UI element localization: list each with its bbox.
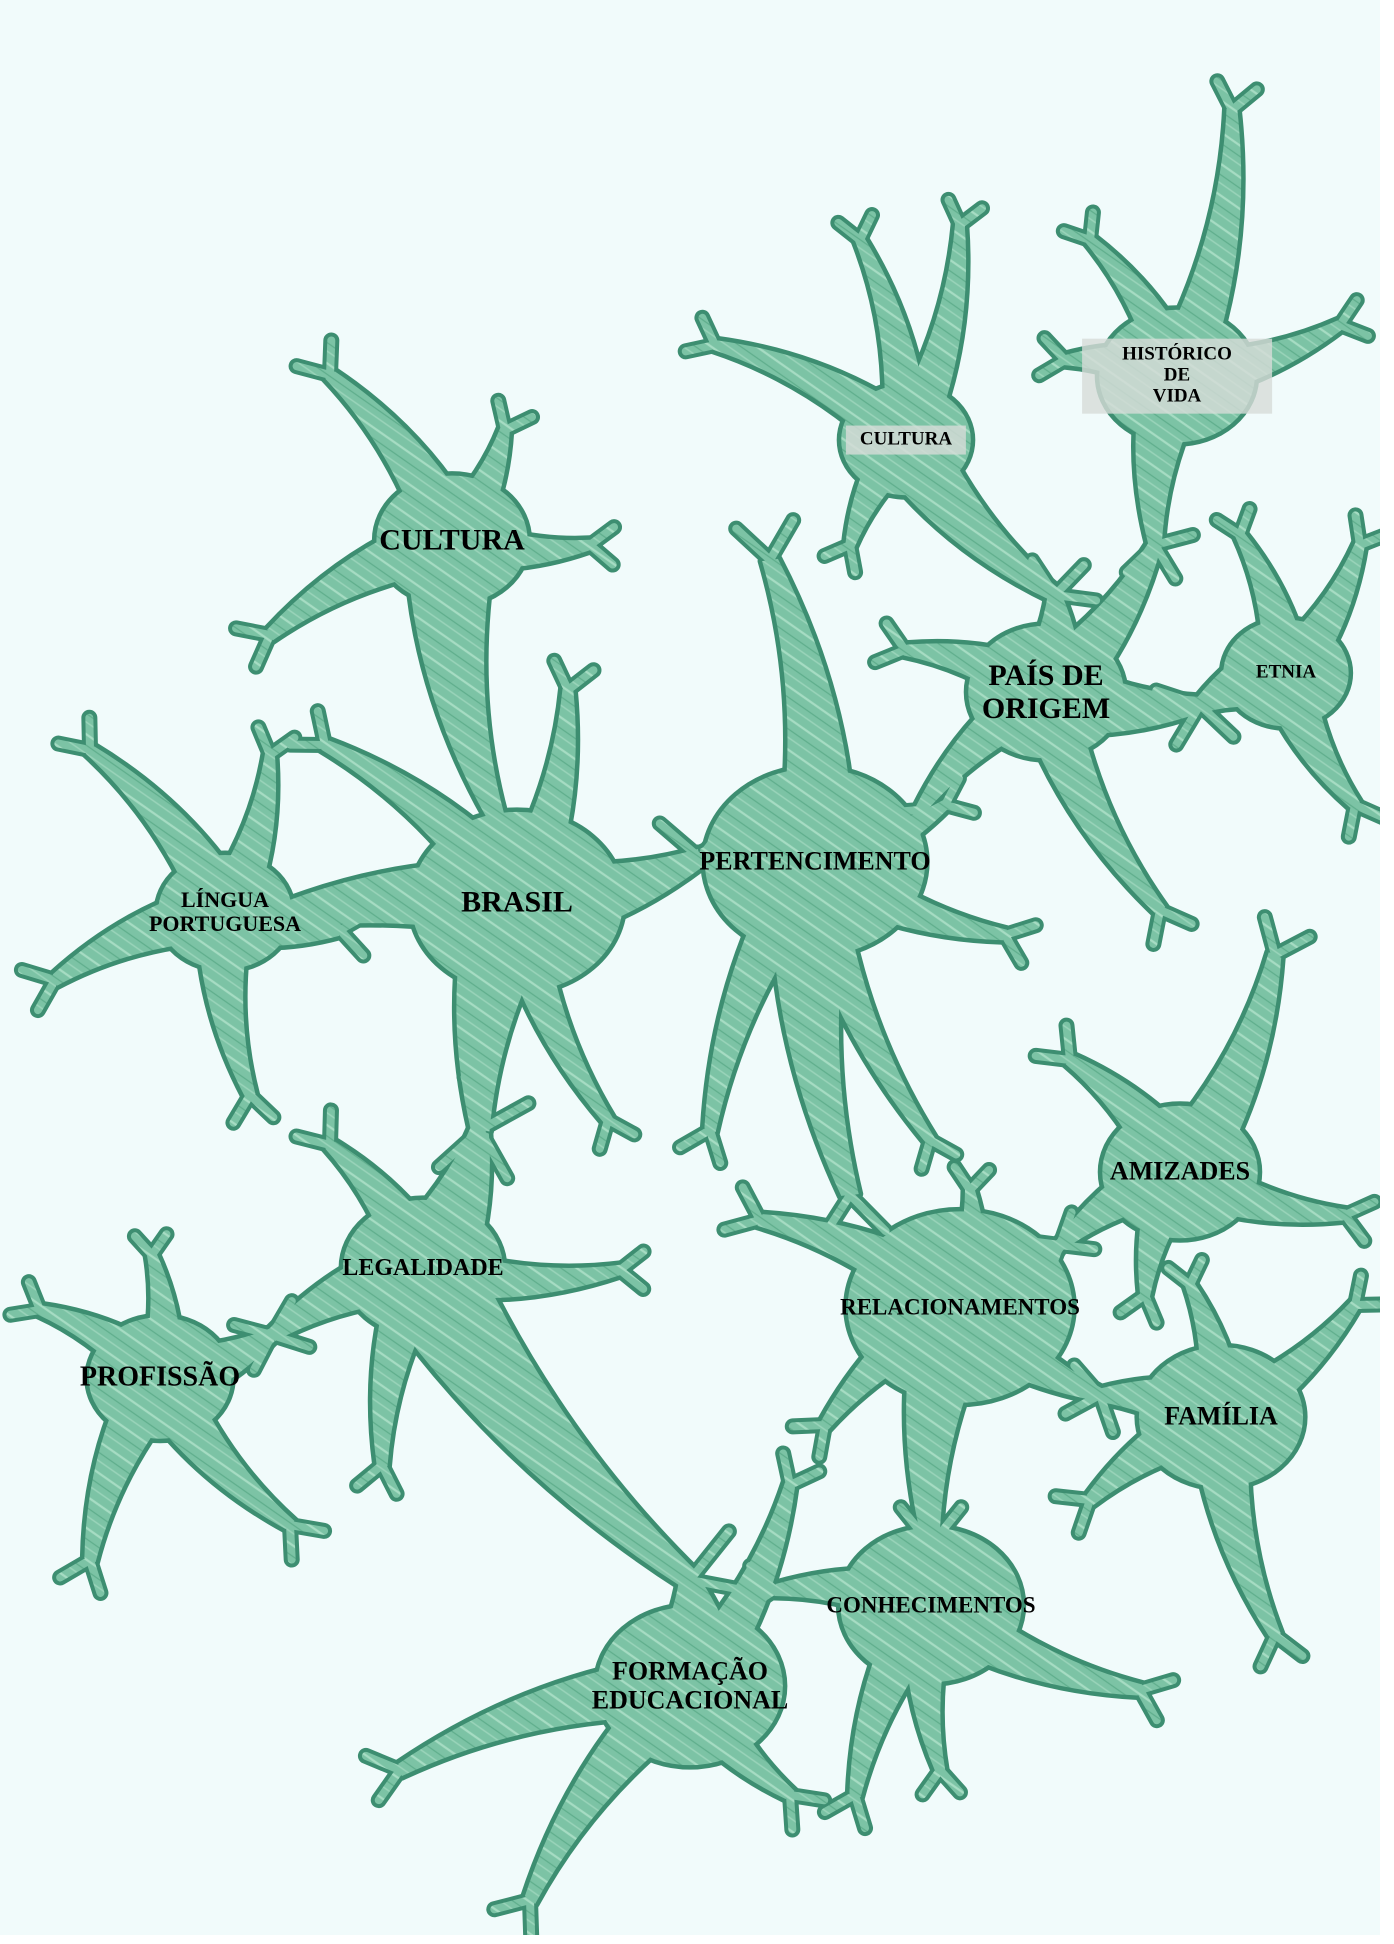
dendrite-tip [1060, 1245, 1094, 1249]
node-pais-de-origem: PAÍS DE ORIGEM [982, 659, 1110, 725]
node-profissao: PROFISSÃO [80, 1363, 240, 1394]
dendrite-tip [1036, 1056, 1070, 1060]
dendrite-tip [89, 718, 90, 750]
dendrite-tip [530, 1900, 531, 1935]
dendrite-tip [330, 340, 331, 375]
dendrite-tip [10, 1310, 40, 1315]
node-cultura-main: CULTURA [379, 524, 525, 557]
node-legalidade: LEGALIDADE [342, 1255, 503, 1281]
node-etnia: ETNIA [1256, 663, 1316, 684]
dendrite-tip [1066, 1026, 1070, 1060]
node-amizades: AMIZADES [1110, 1158, 1250, 1187]
dendrite-tip [915, 810, 920, 842]
node-familia: FAMÍLIA [1164, 1403, 1278, 1432]
dendrite-tip [330, 1110, 331, 1145]
node-historico-de-vida: HISTÓRICO DE VIDA [1082, 339, 1272, 414]
node-relacionamentos: RELACIONAMENTOS [840, 1294, 1080, 1319]
node-pertencimento: PERTENCIMENTO [699, 848, 930, 877]
dendrite-tip [1056, 1496, 1090, 1500]
dendrite-tip [290, 1525, 292, 1560]
node-formacao-educacional: FORMAÇÃO EDUCACIONAL [592, 1657, 788, 1714]
node-lingua-portuguesa: LÍNGUA PORTUGUESA [149, 888, 301, 936]
dendrite-tip [793, 1425, 825, 1426]
dendrite-tip [1356, 515, 1360, 545]
dendrite-tip [1154, 506, 1155, 545]
node-conhecimentos: CONHECIMENTOS [826, 1592, 1035, 1617]
dendrite-tip [790, 1795, 792, 1829]
node-cultura-small: CULTURA [846, 426, 966, 455]
node-brasil: BRASIL [461, 886, 573, 919]
dendrite-tip [850, 545, 855, 572]
dendrite-tip [790, 1795, 824, 1800]
dendrite-tip [819, 1425, 825, 1457]
dendrite-tip [888, 810, 920, 813]
dendrite-tip [1090, 212, 1093, 240]
